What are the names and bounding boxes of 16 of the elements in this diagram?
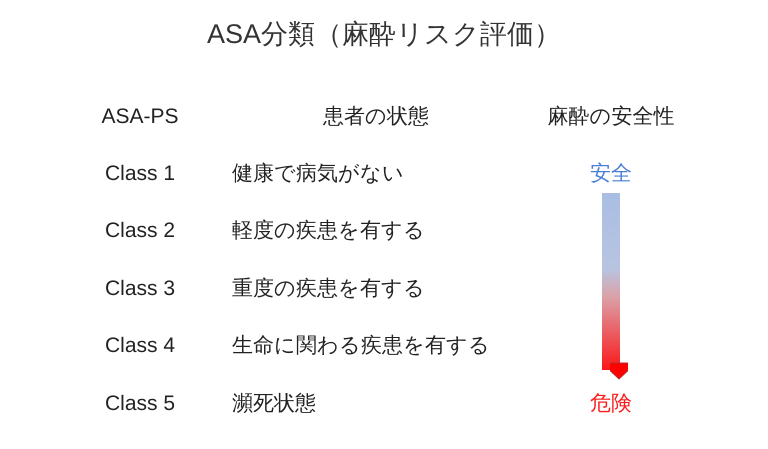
safety-level-text: 危険 [590,389,632,419]
status-text: 軽度の疾患を有する [232,218,425,244]
column-header: 患者の状態 [323,104,429,130]
class-label: Class 2 [104,218,176,244]
column-header: ASA-PS [101,104,179,130]
class-label: Class 4 [104,333,176,359]
class-label: Class 5 [104,391,176,417]
title: ASA分類（麻酔リスク評価） [206,18,562,51]
column-header: 麻酔の安全性 [548,104,674,130]
status-text: 瀕死状態 [232,391,316,417]
status-text: 生命に関わる疾患を有する [232,333,490,359]
class-label: Class 1 [104,161,176,187]
status-text: 健康で病気がない [232,161,404,187]
class-label: Class 3 [104,276,176,302]
safety-level-text: 安全 [590,159,632,189]
status-text: 重度の疾患を有する [232,276,425,302]
